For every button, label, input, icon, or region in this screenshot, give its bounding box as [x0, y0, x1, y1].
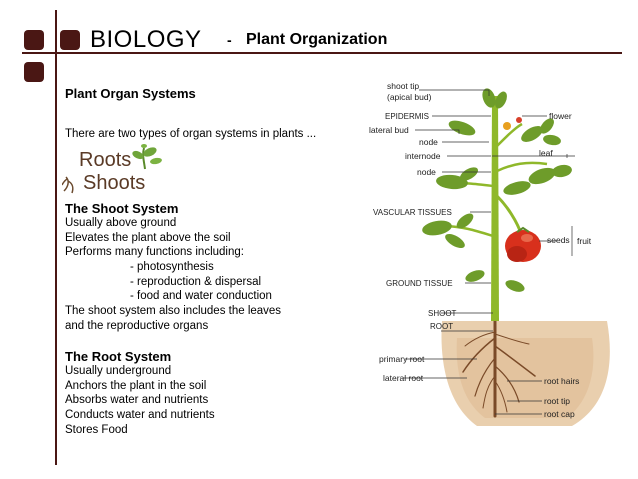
shoot-system-line: - photosynthesis	[130, 261, 214, 273]
shoot-system-line: The shoot system also includes the leave…	[65, 305, 282, 317]
logo-shoots-text: Shoots	[83, 172, 145, 194]
label-shoot-tip: shoot tip	[387, 81, 419, 91]
label-internode: internode	[405, 151, 441, 161]
shoot-system-line: - food and water conduction	[130, 290, 272, 302]
shoot-system-line: Elevates the plant above the soil	[65, 232, 231, 244]
shoot-system-line: and the reproductive organs	[65, 320, 209, 332]
label-seeds: seeds	[547, 235, 570, 245]
corner-square-2	[60, 30, 80, 50]
label-epidermis: EPIDERMIS	[385, 112, 429, 121]
plant-diagram: shoot tip (apical bud) EPIDERMIS flower …	[369, 81, 610, 426]
section-intro: There are two types of organ systems in …	[65, 128, 317, 140]
label-root-hairs: root hairs	[544, 376, 579, 386]
label-lateral-root: lateral root	[383, 373, 424, 383]
frame-horizontal-line	[22, 52, 622, 54]
corner-square-1	[24, 30, 44, 50]
stem	[491, 96, 499, 321]
shoot-system-heading: The Shoot System	[65, 201, 179, 216]
shoot-system-line: Usually above ground	[65, 217, 177, 229]
shoot-system-line: Performs many functions including:	[65, 246, 244, 258]
logo-roots-icon	[62, 176, 74, 194]
label-root: ROOT	[430, 322, 453, 331]
label-vascular-tissues: VASCULAR TISSUES	[373, 208, 452, 217]
label-root-cap: root cap	[544, 409, 575, 419]
root-system-line: Anchors the plant in the soil	[65, 380, 207, 392]
logo-sprout-icon	[132, 144, 162, 170]
root-system-line: Conducts water and nutrients	[65, 409, 215, 421]
title-separator: -	[227, 32, 232, 48]
leaves-drawing	[422, 88, 572, 292]
corner-square-3	[24, 62, 44, 82]
root-system-drawing	[462, 319, 536, 418]
label-primary-root: primary root	[379, 354, 425, 364]
label-node-1: node	[419, 137, 438, 147]
section-heading: Plant Organ Systems	[65, 86, 196, 101]
fruit-drawing	[505, 226, 541, 262]
shoot-system-line: - reproduction & dispersal	[130, 276, 262, 288]
label-shoot: SHOOT	[428, 309, 457, 318]
flower-drawing	[503, 117, 522, 130]
root-system-line: Usually underground	[65, 365, 172, 377]
page-subtitle: Plant Organization	[246, 31, 388, 48]
label-apical-bud: (apical bud)	[387, 92, 432, 102]
label-ground-tissue: GROUND TISSUE	[386, 279, 453, 288]
label-leaf: leaf	[539, 148, 553, 158]
page-title: BIOLOGY	[90, 26, 202, 53]
label-node-2: node	[417, 167, 436, 177]
root-system-line: Absorbs water and nutrients	[65, 394, 209, 406]
root-system-heading: The Root System	[65, 349, 172, 364]
root-system-line: Stores Food	[65, 424, 128, 436]
frame-vertical-line	[55, 10, 57, 465]
logo-roots-text: Roots	[79, 149, 131, 171]
label-root-tip: root tip	[544, 396, 570, 406]
label-flower: flower	[549, 111, 572, 121]
label-lateral-bud: lateral bud	[369, 125, 409, 135]
roots-shoots-logo: Roots Shoots	[62, 144, 162, 194]
label-fruit: fruit	[577, 236, 592, 246]
